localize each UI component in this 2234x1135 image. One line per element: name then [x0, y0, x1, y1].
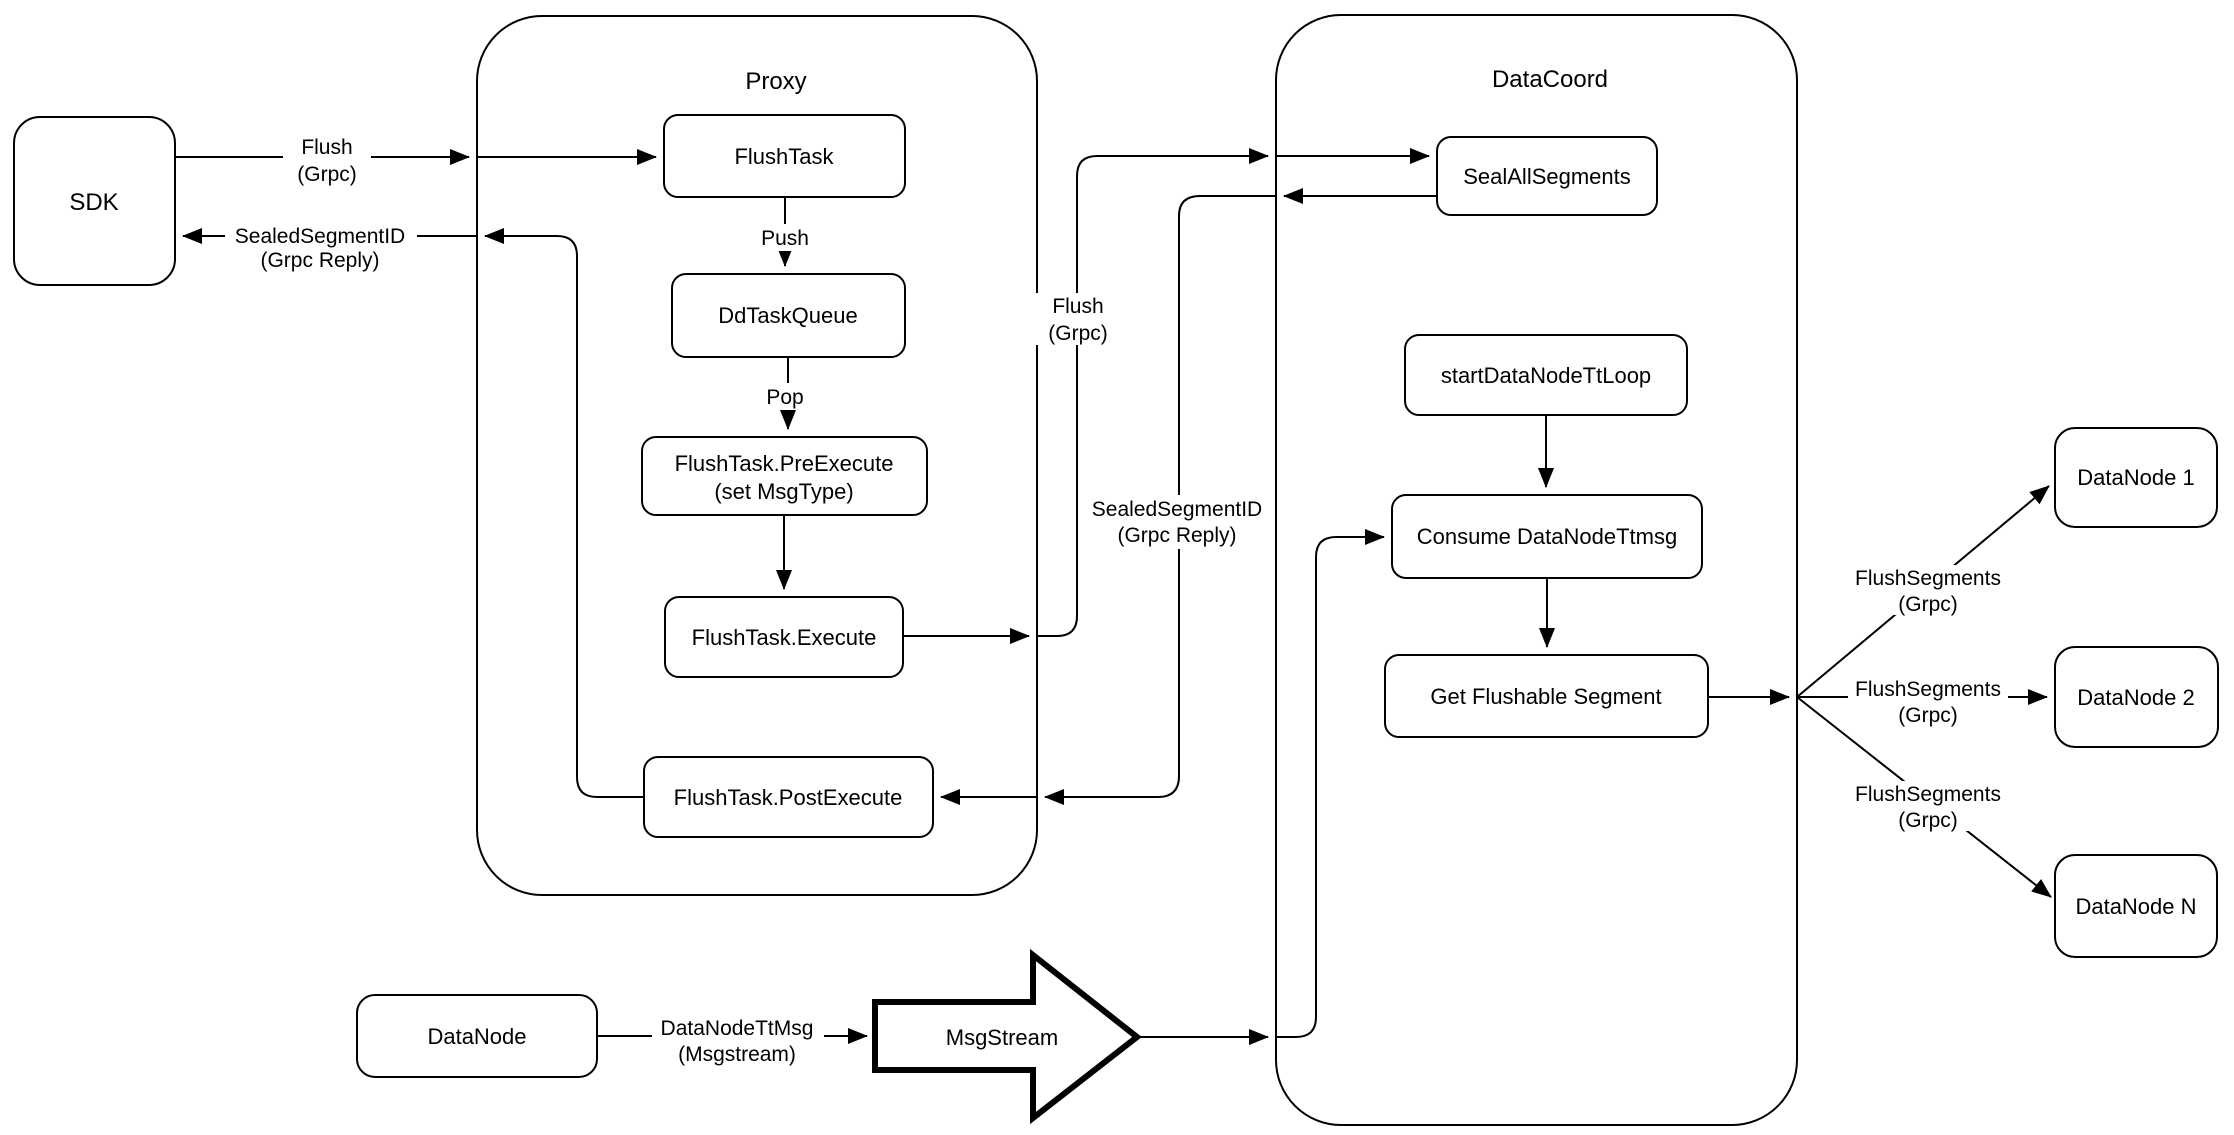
proxy-container [476, 15, 1038, 896]
node-sdk: SDK [13, 116, 176, 286]
node-datanode-2: DataNode 2 [2054, 646, 2219, 748]
edge-label-flush-grpc-inner: Flush (Grpc) [1035, 293, 1121, 345]
svg-text:DataNode 2: DataNode 2 [2077, 685, 2194, 710]
svg-text:DataNodeTtMsg: DataNodeTtMsg [661, 1017, 814, 1040]
datacoord-title: DataCoord [1492, 66, 1608, 93]
node-flushtask-execute: FlushTask.Execute [664, 596, 904, 678]
svg-text:Push: Push [761, 227, 809, 250]
node-consume-datanodettmsg: Consume DataNodeTtmsg [1391, 494, 1703, 579]
svg-text:SealedSegmentID: SealedSegmentID [235, 225, 405, 248]
node-startdatanodettloop: startDataNodeTtLoop [1404, 334, 1688, 416]
node-msgstream-block-arrow: MsgStream [872, 948, 1142, 1125]
edge-postexecute-to-proxy-edge [484, 228, 644, 798]
svg-text:FlushTask.PreExecute: FlushTask.PreExecute [675, 451, 894, 476]
edge-label-flush-grpc-sdk: Flush (Grpc) [283, 136, 371, 186]
svg-text:DdTaskQueue: DdTaskQueue [718, 303, 857, 328]
edge-label-sealedsegmentid-sdk: SealedSegmentID (Grpc Reply) [225, 222, 417, 272]
svg-text:Flush: Flush [1052, 295, 1103, 318]
node-ddtaskqueue: DdTaskQueue [671, 273, 906, 358]
svg-text:FlushSegments: FlushSegments [1855, 678, 2001, 701]
edge-label-flushsegments-1: FlushSegments (Grpc) [1848, 565, 2008, 616]
svg-text:FlushSegments: FlushSegments [1855, 783, 2001, 806]
edge-label-push: Push [750, 224, 820, 251]
svg-text:SDK: SDK [69, 189, 118, 216]
svg-text:MsgStream: MsgStream [946, 1025, 1058, 1050]
svg-text:FlushTask: FlushTask [734, 144, 834, 169]
svg-text:(set MsgType): (set MsgType) [714, 479, 853, 504]
svg-text:FlushSegments: FlushSegments [1855, 567, 2001, 590]
edge-label-flushsegments-2: FlushSegments (Grpc) [1848, 676, 2008, 727]
svg-text:Flush: Flush [301, 136, 352, 159]
edge-label-datanodettmsg: DataNodeTtMsg (Msgstream) [652, 1015, 824, 1066]
node-flushtask: FlushTask [663, 114, 906, 198]
svg-text:DataNode 1: DataNode 1 [2077, 465, 2194, 490]
svg-text:FlushTask.Execute: FlushTask.Execute [692, 625, 877, 650]
edge-label-pop: Pop [758, 383, 812, 410]
svg-text:DataNode N: DataNode N [2075, 894, 2196, 919]
node-get-flushable-segment: Get Flushable Segment [1384, 654, 1709, 738]
svg-text:Pop: Pop [766, 386, 803, 409]
proxy-title: Proxy [745, 68, 806, 95]
svg-text:Consume DataNodeTtmsg: Consume DataNodeTtmsg [1417, 524, 1677, 549]
node-flushtask-postexecute: FlushTask.PostExecute [643, 756, 934, 838]
svg-text:FlushTask.PostExecute: FlushTask.PostExecute [674, 785, 903, 810]
svg-text:(Grpc): (Grpc) [1898, 593, 1958, 616]
svg-text:SealAllSegments: SealAllSegments [1463, 164, 1631, 189]
svg-text:startDataNodeTtLoop: startDataNodeTtLoop [1441, 363, 1651, 388]
svg-text:(Grpc Reply): (Grpc Reply) [1117, 524, 1236, 547]
svg-text:(Grpc): (Grpc) [1898, 809, 1958, 832]
node-flushtask-preexecute: FlushTask.PreExecute (set MsgType) [641, 436, 928, 516]
edge-proxy-edge-to-datacoord [1037, 148, 1269, 637]
edge-datacoord-edge-to-consume [1276, 529, 1385, 1038]
edge-label-flushsegments-3: FlushSegments (Grpc) [1848, 781, 2008, 832]
svg-text:(Grpc): (Grpc) [1048, 322, 1108, 345]
datacoord-container [1275, 14, 1798, 1126]
svg-text:(Msgstream): (Msgstream) [678, 1043, 796, 1066]
svg-text:(Grpc Reply): (Grpc Reply) [260, 249, 379, 272]
edge-label-sealedsegmentid-inner: SealedSegmentID (Grpc Reply) [1082, 495, 1272, 549]
node-datanode-source: DataNode [356, 994, 598, 1078]
svg-text:(Grpc): (Grpc) [297, 163, 357, 186]
msgstream-arrow-shape [872, 948, 1142, 1125]
svg-text:(Grpc): (Grpc) [1898, 704, 1958, 727]
node-datanode-n: DataNode N [2054, 854, 2218, 958]
svg-text:SealedSegmentID: SealedSegmentID [1092, 498, 1262, 521]
svg-text:Get Flushable Segment: Get Flushable Segment [1430, 684, 1661, 709]
svg-text:DataNode: DataNode [427, 1024, 526, 1049]
node-sealallsegments: SealAllSegments [1436, 136, 1658, 216]
node-datanode-1: DataNode 1 [2054, 427, 2218, 528]
